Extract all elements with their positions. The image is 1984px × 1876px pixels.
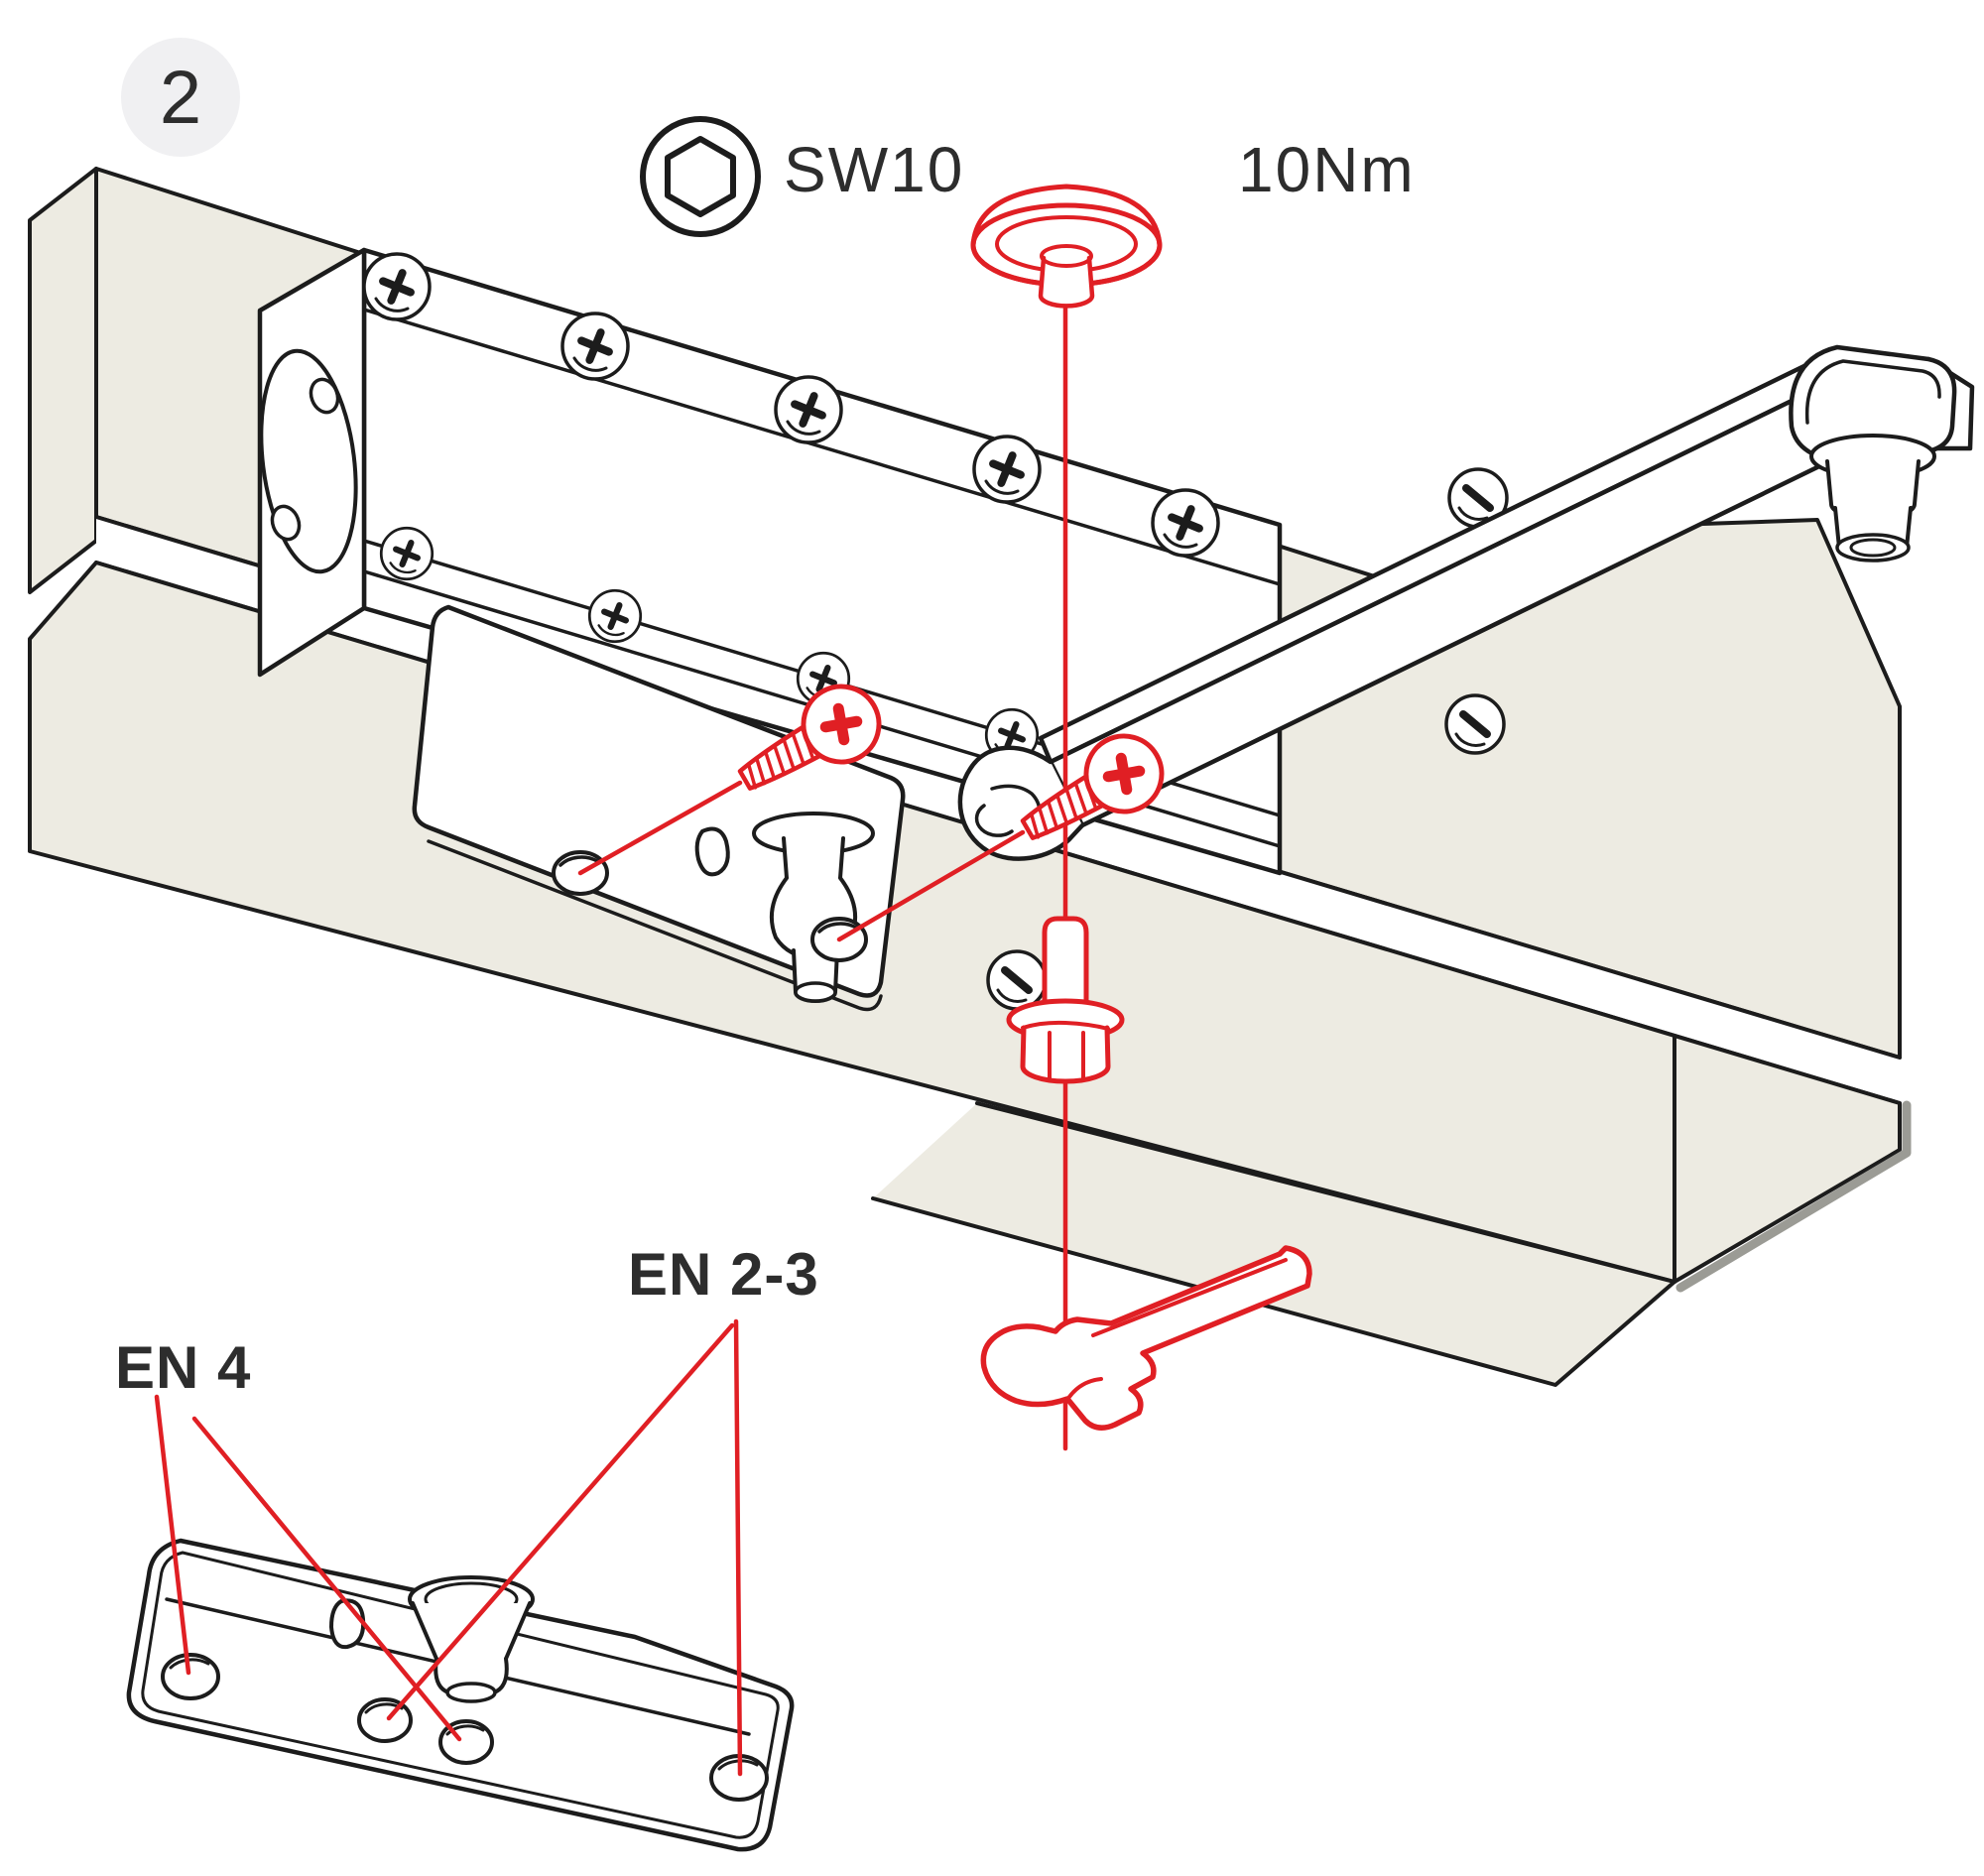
plate-tab bbox=[694, 826, 730, 877]
frame-end-face bbox=[28, 167, 98, 594]
plate-hole-right-arc bbox=[817, 922, 858, 934]
door-underside bbox=[873, 1103, 1674, 1385]
bracket-holes bbox=[161, 1653, 769, 1802]
valve-hole-1 bbox=[309, 377, 340, 415]
socket-size-label: SW10 bbox=[784, 134, 965, 205]
plate-hole-left-arc bbox=[558, 855, 599, 867]
plate-thickness bbox=[427, 839, 883, 1012]
en-2-3-label: EN 2-3 bbox=[628, 1241, 819, 1308]
pinion-pin-end bbox=[794, 981, 837, 1003]
valve-hole-2 bbox=[270, 504, 302, 542]
step-number: 2 bbox=[159, 55, 202, 140]
en-2-3-leader-lines bbox=[386, 1318, 743, 1777]
step-number-badge: 2 bbox=[121, 38, 240, 157]
cap-cover bbox=[970, 184, 1163, 309]
closer-arm bbox=[957, 344, 1975, 861]
hex-socket-icon bbox=[640, 116, 761, 237]
open-end-wrench bbox=[980, 1245, 1312, 1431]
bracket-tab bbox=[329, 1598, 366, 1650]
arm-pivot-stack bbox=[1809, 434, 1936, 563]
arm-shoe-inner bbox=[1804, 359, 1941, 425]
torque-label: 10Nm bbox=[1238, 134, 1416, 205]
screw-leader-line-1 bbox=[577, 780, 743, 876]
flange-bolt bbox=[1006, 916, 1125, 1084]
door-shadow bbox=[1675, 1100, 1912, 1293]
en-4-label: EN 4 bbox=[115, 1334, 252, 1401]
spare-bracket bbox=[126, 1538, 795, 1852]
red-highlight-parts bbox=[154, 184, 1312, 1777]
screw-leader-line-2 bbox=[836, 829, 1026, 942]
